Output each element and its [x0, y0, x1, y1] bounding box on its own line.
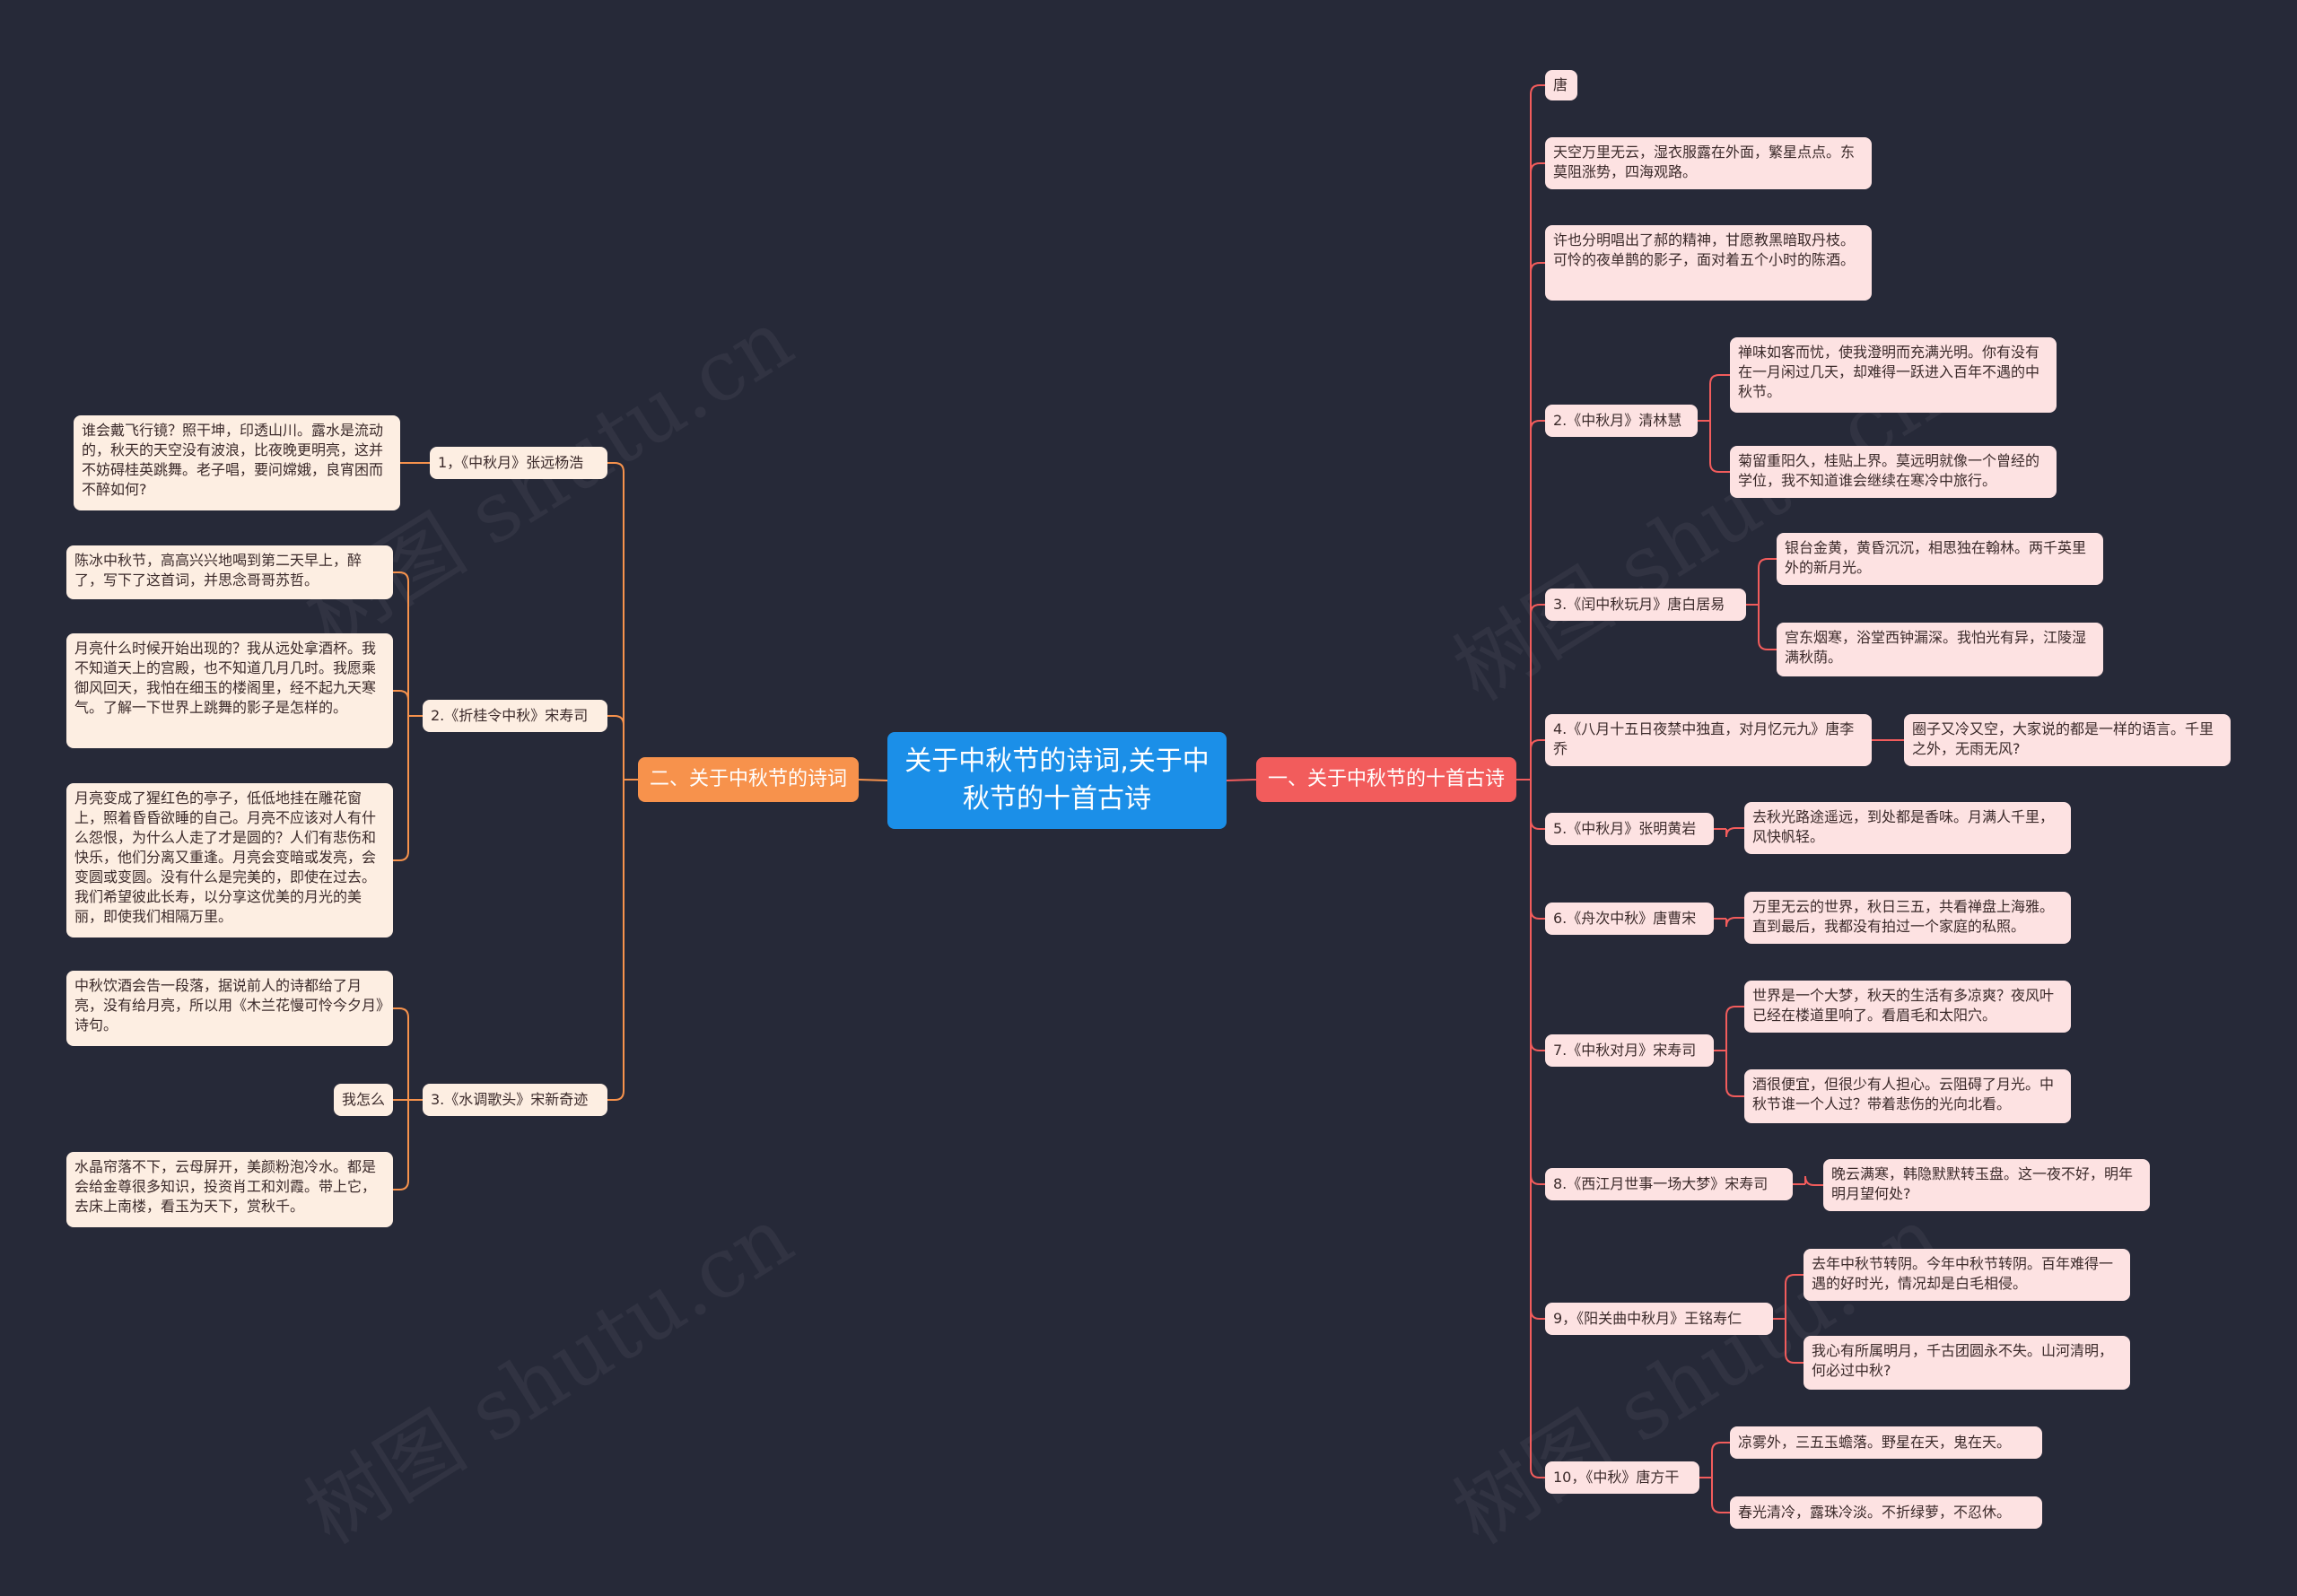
connector-line	[1758, 605, 1777, 650]
connector-line	[1709, 421, 1730, 473]
connector-line	[1530, 84, 1545, 780]
connector-line	[1725, 827, 1744, 838]
root-topic[interactable]: 关于中秋节的诗词,关于中秋节的十首古诗	[887, 732, 1227, 829]
poem-4-title[interactable]: 4.《八月十五日夜禁中独直，对月忆元九》唐李乔	[1545, 714, 1872, 766]
connector-line	[393, 1007, 409, 1100]
connector-line	[607, 780, 624, 1101]
poem-6-line-1[interactable]: 万里无云的世界，秋日三五，共看禅盘上海雅。直到最后，我都没有拍过一个家庭的私照。	[1744, 892, 2071, 944]
connector-line	[1530, 604, 1545, 780]
connector-line	[1711, 1442, 1730, 1478]
poem-3-line-2[interactable]: 宫东烟寒，浴堂西钟漏深。我怕光有异，江陵湿满秋荫。	[1777, 623, 2103, 676]
left-poem-3-line-1[interactable]: 中秋饮酒会告一段落，据说前人的诗都给了月亮，没有给月亮，所以用《木兰花慢可怜今夕…	[66, 971, 393, 1046]
poem-6-title[interactable]: 6.《舟次中秋》唐曹宋	[1545, 903, 1714, 935]
connector-line	[1725, 1006, 1744, 1051]
poem-7-title[interactable]: 7.《中秋对月》宋寿司	[1545, 1034, 1714, 1067]
connector-line	[607, 715, 624, 780]
connector-line	[1226, 779, 1257, 781]
connector-line	[1804, 1175, 1823, 1186]
right-intro-2[interactable]: 许也分明唱出了郝的精神，甘愿教黑暗取丹枝。可怜的夜单鹊的影子，面对着五个小时的陈…	[1545, 225, 1872, 301]
connector-line	[858, 779, 888, 781]
connector-line	[1530, 262, 1545, 780]
right-item-tang[interactable]: 唐	[1545, 70, 1577, 100]
connector-line	[1785, 1274, 1804, 1319]
left-poem-1-title[interactable]: 1，《中秋月》张远杨浩	[430, 447, 607, 479]
connector-line	[393, 690, 409, 716]
poem-2-line-2[interactable]: 菊留重阳久，桂贴上界。莫远明就像一个曾经的学位，我不知道谁会继续在寒冷中旅行。	[1730, 446, 2057, 498]
left-poem-3-line-3[interactable]: 水晶帘落不下，云母屏开，美颜粉泡冷水。都是会给金尊很多知识，投资肖工和刘霞。带上…	[66, 1152, 393, 1227]
connector-line	[1530, 162, 1545, 780]
poem-8-title[interactable]: 8.《西江月世事一场大梦》宋寿司	[1545, 1168, 1793, 1200]
connector-line	[1530, 739, 1545, 780]
connector-line	[1530, 780, 1545, 830]
poem-7-line-1[interactable]: 世界是一个大梦，秋天的生活有多凉爽？夜风叶已经在楼道里响了。看眉毛和太阳穴。	[1744, 981, 2071, 1033]
connector-line	[1758, 558, 1777, 605]
poem-5-title[interactable]: 5.《中秋月》张明黄岩	[1545, 813, 1714, 845]
connector-line	[393, 571, 409, 716]
poem-2-line-1[interactable]: 禅味如客而忧，使我澄明而充满光明。你有没有在一月闲过几天，却难得一跃进入百年不遇…	[1730, 337, 2057, 413]
poem-10-line-2[interactable]: 春光清冷，露珠冷淡。不折绿萝，不忍休。	[1730, 1496, 2042, 1529]
poem-3-line-1[interactable]: 银台金黄，黄昏沉沉，相思独在翰林。两千英里外的新月光。	[1777, 533, 2103, 585]
connector-line	[1725, 917, 1744, 928]
connector-line	[607, 462, 624, 780]
poem-7-line-2[interactable]: 酒很便宜，但很少有人担心。云阻碍了月光。中秋节谁一个人过？带着悲伤的光向北看。	[1744, 1069, 2071, 1123]
poem-10-title[interactable]: 10，《中秋》唐方干	[1545, 1461, 1699, 1494]
poem-8-line-1[interactable]: 晚云满寒，韩隐默默转玉盘。这一夜不好，明年明月望何处?	[1823, 1159, 2150, 1211]
connector-line	[1785, 1319, 1804, 1364]
connector-line	[393, 716, 409, 861]
poem-5-line-1[interactable]: 去秋光路途遥远，到处都是香味。月满人千里，风快帆轻。	[1744, 802, 2071, 854]
poem-4-line-1[interactable]: 圈子又冷又空，大家说的都是一样的语言。千里之外，无雨无风?	[1904, 714, 2231, 766]
branch-mid-autumn-poems[interactable]: 二、关于中秋节的诗词	[638, 757, 859, 802]
left-poem-2-line-2[interactable]: 月亮什么时候开始出现的？我从远处拿酒杯。我不知道天上的宫殿，也不知道几月几时。我…	[66, 633, 393, 748]
connector-line	[1709, 374, 1730, 421]
connector-line	[1530, 780, 1545, 920]
connector-line	[1530, 780, 1545, 1185]
poem-3-title[interactable]: 3.《闰中秋玩月》唐白居易	[1545, 589, 1746, 621]
left-poem-3-line-2[interactable]: 我怎么	[334, 1084, 393, 1116]
poem-9-line-2[interactable]: 我心有所属明月，千古团圆永不失。山河清明，何必过中秋?	[1804, 1336, 2130, 1390]
left-poem-1-line-1[interactable]: 谁会戴飞行镜？照干坤，印透山川。露水是流动的，秋天的天空没有波浪，比夜晚更明亮，…	[74, 415, 400, 510]
poem-2-title[interactable]: 2.《中秋月》清林慧	[1545, 405, 1698, 437]
branch-ten-ancient-poems[interactable]: 一、关于中秋节的十首古诗	[1256, 757, 1516, 802]
right-intro-1[interactable]: 天空万里无云，湿衣服露在外面，繁星点点。东莫阻涨势，四海观路。	[1545, 137, 1872, 189]
connector-line	[1530, 420, 1545, 780]
connector-line	[393, 1100, 409, 1190]
left-poem-2-title[interactable]: 2.《折桂令中秋》宋寿司	[423, 700, 607, 732]
connector-line	[1530, 780, 1545, 1478]
poem-9-title[interactable]: 9，《阳关曲中秋月》王铭寿仁	[1545, 1303, 1773, 1335]
left-poem-2-line-3[interactable]: 月亮变成了猩红色的亭子，低低地挂在雕花窗上，照着昏昏欲睡的自己。月亮不应该对人有…	[66, 783, 393, 938]
connector-line	[1711, 1478, 1730, 1513]
connector-line	[1725, 1051, 1744, 1097]
poem-10-line-1[interactable]: 凉雾外，三五玉蟾落。野星在天，鬼在天。	[1730, 1426, 2042, 1459]
left-poem-3-title[interactable]: 3.《水调歌头》宋新奇迹	[423, 1084, 607, 1116]
left-poem-2-line-1[interactable]: 陈冰中秋节，高高兴兴地喝到第二天早上，醉了，写下了这首词，并思念哥哥苏哲。	[66, 545, 393, 599]
poem-9-line-1[interactable]: 去年中秋节转阴。今年中秋节转阴。百年难得一遇的好时光，情况却是白毛相侵。	[1804, 1249, 2130, 1301]
